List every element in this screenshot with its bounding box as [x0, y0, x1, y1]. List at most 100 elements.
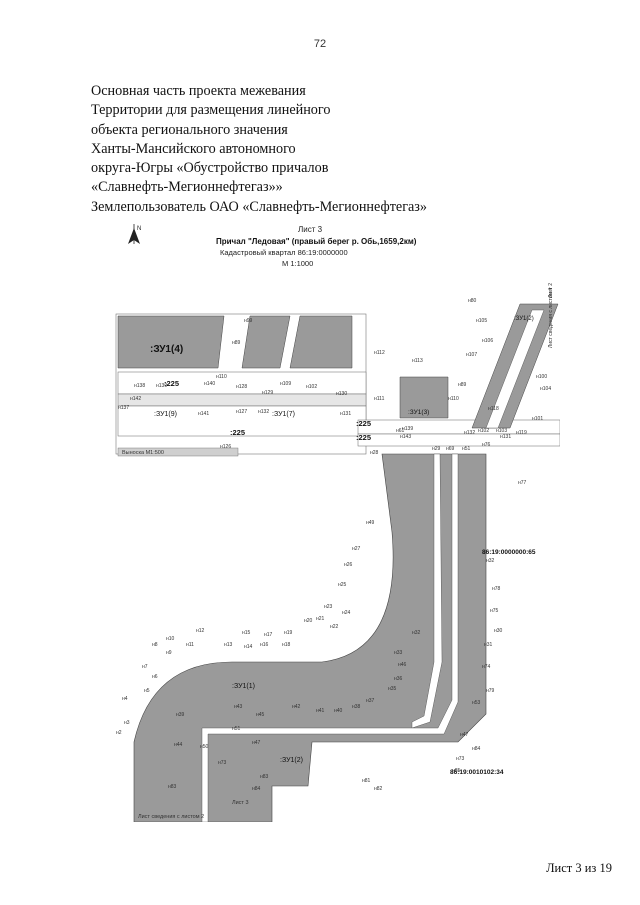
- point-label: н40: [334, 708, 343, 714]
- point-label: н4: [122, 696, 128, 702]
- parcel-label: :225: [356, 433, 371, 442]
- point-label: н73: [456, 756, 465, 762]
- point-label: н80: [468, 298, 477, 304]
- point-label: н13: [224, 642, 233, 648]
- parcel-label: :ЗУ1(4): [150, 344, 183, 355]
- point-label: н132: [258, 409, 269, 415]
- point-label: н73: [218, 760, 227, 766]
- point-label: н131: [500, 434, 511, 440]
- point-label: н6: [152, 674, 158, 680]
- point-label: н83: [260, 774, 269, 780]
- point-label: н21: [316, 616, 325, 622]
- point-label: н18: [282, 642, 291, 648]
- parcel-zu1-6: [289, 315, 353, 369]
- point-label: н141: [198, 411, 209, 417]
- map-drawing: N Лист 3 Причал "Ледовая" (правый берег …: [115, 224, 560, 822]
- point-label: н46: [398, 662, 407, 668]
- point-label: н28: [370, 450, 379, 456]
- point-label: н11: [186, 642, 194, 648]
- point-label: н43: [234, 704, 243, 710]
- point-label: н107: [466, 352, 477, 358]
- point-label: н20: [304, 618, 313, 624]
- point-label: н2: [116, 730, 122, 736]
- point-label: н39: [176, 712, 185, 718]
- point-label: н102: [306, 384, 317, 390]
- page-number: 72: [313, 38, 327, 50]
- parcel-label: :ЗУ1(9): [154, 411, 177, 418]
- parcel-zu1-5: [241, 315, 291, 369]
- point-label: н8: [152, 642, 158, 648]
- point-label: н10: [166, 636, 175, 642]
- point-label: н51: [232, 726, 241, 732]
- point-label: н32: [486, 558, 495, 564]
- point-label: н84: [252, 786, 261, 792]
- point-label: н112: [374, 350, 385, 356]
- side-label: Лист 2: [548, 283, 554, 298]
- heading-line: Территории для размещения линейного: [91, 102, 331, 119]
- bottom-note: Лист сведения с листом 2: [138, 814, 204, 820]
- document-heading: Основная часть проекта межевания Террито…: [91, 82, 511, 217]
- point-label: н31: [484, 642, 493, 648]
- point-label: н82: [374, 786, 383, 792]
- point-label: н12: [196, 628, 205, 634]
- heading-line: округа-Югры «Обустройство причалов: [91, 160, 329, 177]
- point-label: н81: [362, 778, 371, 784]
- point-label: н142: [130, 396, 141, 402]
- point-label: н53: [472, 700, 481, 706]
- point-label: н16: [260, 642, 269, 648]
- parcel-label: :ЗУ1(2): [280, 757, 303, 764]
- point-label: н77: [518, 480, 527, 486]
- point-label: н119: [516, 430, 527, 436]
- point-label: н47: [252, 740, 261, 746]
- map-sheet-label: Лист 3: [298, 225, 323, 234]
- point-label: н47: [460, 732, 469, 738]
- point-label: н22: [330, 624, 339, 630]
- point-label: н128: [236, 384, 247, 390]
- point-label: н132: [464, 430, 475, 436]
- parcel-label: :ЗУ1(3): [408, 409, 429, 416]
- point-label: н100: [536, 374, 547, 380]
- point-label: н138: [134, 383, 145, 389]
- parcel-label: :225: [356, 419, 371, 428]
- point-label: н131: [340, 411, 351, 417]
- point-label: н103: [496, 428, 507, 434]
- point-label: н106: [482, 338, 493, 344]
- point-label: н9: [166, 650, 172, 656]
- point-label: н23: [324, 604, 333, 610]
- point-label: н7: [142, 664, 148, 670]
- point-label: н29: [432, 446, 441, 452]
- point-label: н85: [452, 768, 461, 774]
- parcel-label: :ЗУ1(1): [232, 683, 255, 690]
- point-label: н3: [124, 720, 130, 726]
- point-label: н27: [352, 546, 361, 552]
- point-label: н109: [280, 381, 291, 387]
- bottom-sheet-label: Лист 3: [232, 800, 249, 806]
- point-label: н36: [394, 676, 403, 682]
- point-label: н79: [486, 688, 495, 694]
- point-label: н30: [494, 628, 503, 634]
- cadastral-number: 86:19:0000000:65: [482, 549, 536, 556]
- point-label: н76: [482, 442, 491, 448]
- point-label: н140: [204, 381, 215, 387]
- point-label: н17: [264, 632, 273, 638]
- point-label: н130: [336, 391, 347, 397]
- point-label: н101: [532, 416, 543, 422]
- heading-line: Основная часть проекта межевания: [91, 83, 306, 99]
- point-label: н41: [316, 708, 325, 714]
- point-label: н102: [478, 428, 489, 434]
- point-label: н118: [488, 406, 499, 412]
- point-label: н84: [472, 746, 481, 752]
- point-label: н113: [412, 358, 423, 364]
- point-label: н51: [462, 446, 471, 452]
- point-label: н26: [344, 562, 353, 568]
- point-label: н32: [412, 630, 421, 636]
- point-label: н74: [482, 664, 491, 670]
- point-label: н19: [284, 630, 293, 636]
- cadastral-number: 86:19:0010102:34: [450, 769, 504, 776]
- point-label: н139: [402, 426, 413, 432]
- parcel-label: :225: [230, 428, 245, 437]
- main-corridor: :ЗУ1(1) :ЗУ1(2): [133, 453, 487, 822]
- point-label: н126: [220, 444, 231, 450]
- point-label: н15: [242, 630, 251, 636]
- heading-line: Ханты-Мансийского автономного: [91, 140, 296, 157]
